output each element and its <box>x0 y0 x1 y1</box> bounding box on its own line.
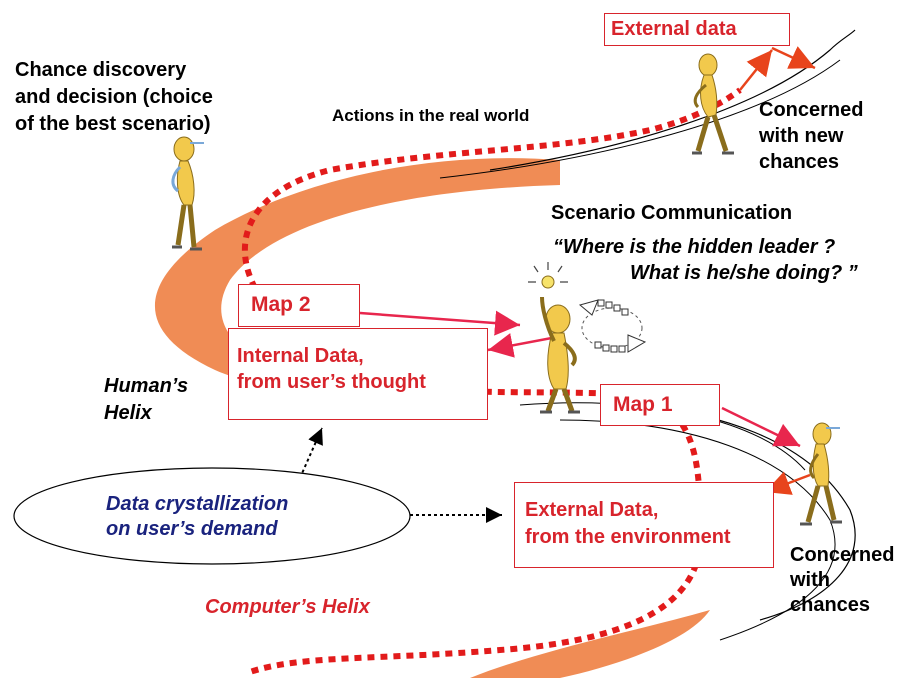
arrow-map1-to-walker <box>721 406 801 448</box>
chance-discovery-label: Chance discovery and decision (choice of… <box>15 59 213 135</box>
external-data-env-box: External Data, from the environment <box>514 482 774 568</box>
person-standing-icon <box>540 296 580 414</box>
arrow-top-right <box>771 46 816 70</box>
helix-line-upper-1 <box>489 29 856 171</box>
map2-box: Map 2 <box>238 284 360 327</box>
person-walking-icon <box>171 136 204 251</box>
arrow-thinker-to-internal <box>487 333 558 358</box>
arrow-ellipse-to-internal <box>299 427 323 479</box>
human-helix-band-lower <box>470 610 710 678</box>
external-data-top-box: External data <box>604 13 790 46</box>
computers-helix-label: Computer’s Helix <box>205 596 370 618</box>
concerned-chances-label: Concerned with chances <box>790 544 895 616</box>
person-walking-icon <box>692 53 734 155</box>
data-crystallization-label: Data crystallization on user’s demand <box>106 493 289 540</box>
arrow-map2-to-thinker <box>359 310 521 336</box>
helix-line-mid-2 <box>559 419 836 641</box>
concerned-new-chances-label: Concerned with new chances <box>759 99 864 173</box>
helix-line-upper-2 <box>439 59 841 179</box>
speech-cycle-icon <box>578 299 647 353</box>
scenario-quote-line1: “Where is the hidden leader ? <box>553 236 836 258</box>
map1-box: Map 1 <box>600 384 720 426</box>
actions-real-world-label: Actions in the real world <box>332 106 530 125</box>
computer-helix-upper <box>241 87 742 290</box>
humans-helix-label: Human’s Helix <box>104 375 189 424</box>
arrow-top-up <box>739 49 773 91</box>
person-walking-icon <box>800 422 842 526</box>
human-helix-band <box>154 158 560 387</box>
internal-data-box: Internal Data, from user’s thought <box>228 328 488 420</box>
scenario-quote-line2: What is he/she doing? ” <box>630 262 858 284</box>
scenario-communication-label: Scenario Communication <box>551 202 793 224</box>
data-crystallization-ellipse <box>13 467 411 565</box>
lightbulb-idea-icon <box>528 262 568 289</box>
